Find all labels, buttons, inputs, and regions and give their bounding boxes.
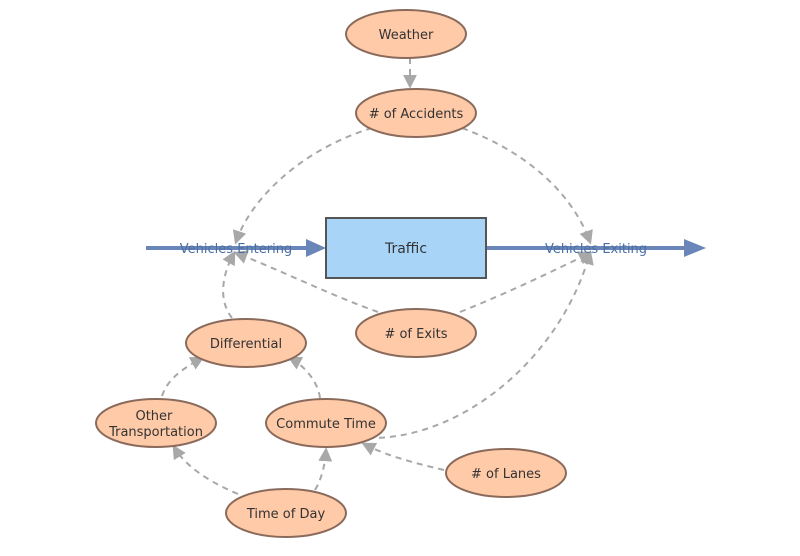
variable-commute-time-shape[interactable] bbox=[265, 398, 387, 448]
variable-weather-shape[interactable] bbox=[345, 9, 467, 59]
variable-time-of-day[interactable]: Time of Day bbox=[225, 488, 347, 538]
flow-pipes bbox=[146, 239, 706, 257]
variable-time-of-day-label: Time of Day bbox=[246, 507, 326, 522]
link-differential-to-vehicles-entering bbox=[222, 250, 236, 319]
variable-differential[interactable]: Differential bbox=[185, 318, 307, 368]
stock-traffic-box[interactable] bbox=[325, 217, 487, 279]
variable-other-transportation-line-1: Other bbox=[135, 409, 173, 424]
outflow-arrowhead bbox=[684, 239, 706, 257]
link-time-of-day-to-commute-time bbox=[314, 447, 333, 491]
variable-exits-label: # of Exits bbox=[384, 327, 447, 342]
variable-lanes-label: # of Lanes bbox=[471, 467, 541, 482]
link-lanes-to-commute-time bbox=[361, 442, 445, 471]
variable-lanes[interactable]: # of Lanes bbox=[445, 448, 567, 498]
variable-exits[interactable]: # of Exits bbox=[355, 308, 477, 358]
variable-exits-shape[interactable] bbox=[355, 308, 477, 358]
vehicles-entering-flow[interactable]: Vehicles Entering bbox=[180, 242, 292, 257]
link-exits-to-vehicles-entering bbox=[233, 250, 379, 313]
stock-traffic[interactable]: Traffic bbox=[325, 217, 487, 279]
variable-weather-label: Weather bbox=[379, 28, 434, 43]
variable-accidents-label: # of Accidents bbox=[369, 107, 464, 122]
link-accidents-to-vehicles-entering bbox=[232, 127, 373, 245]
variable-differential-shape[interactable] bbox=[185, 318, 307, 368]
link-other-transportation-to-differential bbox=[161, 356, 205, 397]
variable-accidents-shape[interactable] bbox=[355, 88, 477, 138]
variable-other-transportation-line-2: Transportation bbox=[108, 425, 203, 440]
causal-links bbox=[161, 58, 594, 495]
link-accidents-to-vehicles-exiting bbox=[461, 127, 593, 245]
variable-other-transportation-shape[interactable] bbox=[95, 398, 217, 448]
variable-accidents[interactable]: # of Accidents bbox=[355, 88, 477, 138]
variable-other-transportation[interactable]: Other Transportation bbox=[95, 398, 217, 448]
variable-other-transportation-label: Other Transportation bbox=[108, 409, 203, 440]
variable-commute-time-label: Commute Time bbox=[276, 417, 376, 432]
link-commute-time-to-vehicles-exiting bbox=[367, 250, 594, 440]
link-commute-time-to-differential bbox=[287, 356, 321, 399]
variable-time-of-day-shape[interactable] bbox=[225, 488, 347, 538]
link-time-of-day-to-other-transportation bbox=[172, 444, 239, 495]
stock-traffic-label: Traffic bbox=[384, 241, 427, 257]
variable-commute-time[interactable]: Commute Time bbox=[265, 398, 387, 448]
variable-weather[interactable]: Weather bbox=[345, 9, 467, 59]
inflow-arrowhead bbox=[306, 239, 326, 257]
vehicles-exiting-flow[interactable]: Vehicles Exiting bbox=[545, 242, 647, 257]
variable-differential-label: Differential bbox=[210, 337, 282, 352]
variable-lanes-shape[interactable] bbox=[445, 448, 567, 498]
